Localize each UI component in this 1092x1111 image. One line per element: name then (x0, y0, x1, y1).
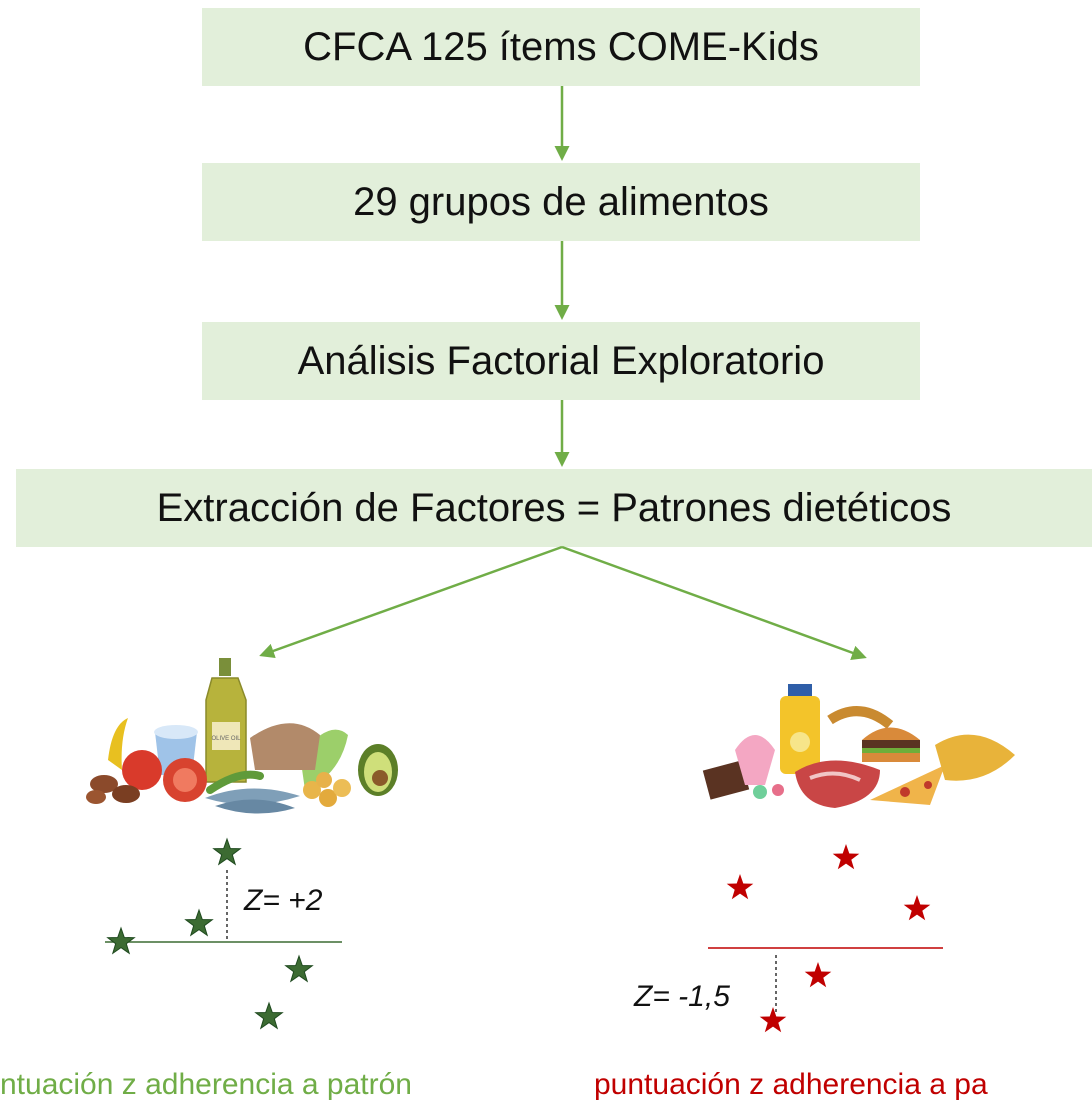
branch-arrow-right (561, 545, 867, 660)
flow-box-food-groups-label: 29 grupos de alimentos (353, 179, 769, 224)
olive-oil-bottle-label: OLIVE OIL (211, 736, 241, 742)
branch-arrow-left (259, 545, 563, 658)
left-pattern-caption: ntuación z adherencia a patrón (0, 1068, 412, 1101)
flow-box-cfca: CFCA 125 ítems COME-Kids (202, 8, 920, 86)
right-star (726, 874, 754, 900)
left-star (185, 909, 213, 936)
healthy-foods-illustration: OLIVE OIL (86, 658, 398, 814)
right-star (903, 895, 931, 921)
right-star (832, 844, 860, 870)
flow-box-cfca-label: CFCA 125 ítems COME-Kids (303, 24, 819, 69)
left-star (285, 955, 313, 982)
flow-box-factor-analysis-label: Análisis Factorial Exploratorio (297, 338, 825, 383)
left-score-plot: Z= +2 (105, 838, 342, 1029)
right-z-label: Z= -1,5 (633, 980, 730, 1013)
right-pattern-caption: puntuación z adherencia a pa (594, 1068, 988, 1101)
right-score-plot: Z= -1,5 (633, 844, 943, 1033)
right-star (759, 1007, 787, 1033)
left-star (107, 927, 135, 954)
left-star (255, 1002, 283, 1029)
flow-box-factor-extraction-label: Extracción de Factores = Patrones dietét… (156, 485, 952, 530)
flow-box-food-groups: 29 grupos de alimentos (202, 163, 920, 241)
right-star (804, 962, 832, 988)
left-z-label: Z= +2 (243, 884, 323, 917)
flow-box-factor-analysis: Análisis Factorial Exploratorio (202, 322, 920, 400)
flow-box-factor-extraction: Extracción de Factores = Patrones dietét… (16, 469, 1092, 547)
left-star (213, 838, 241, 865)
unhealthy-foods-illustration (702, 684, 1015, 808)
